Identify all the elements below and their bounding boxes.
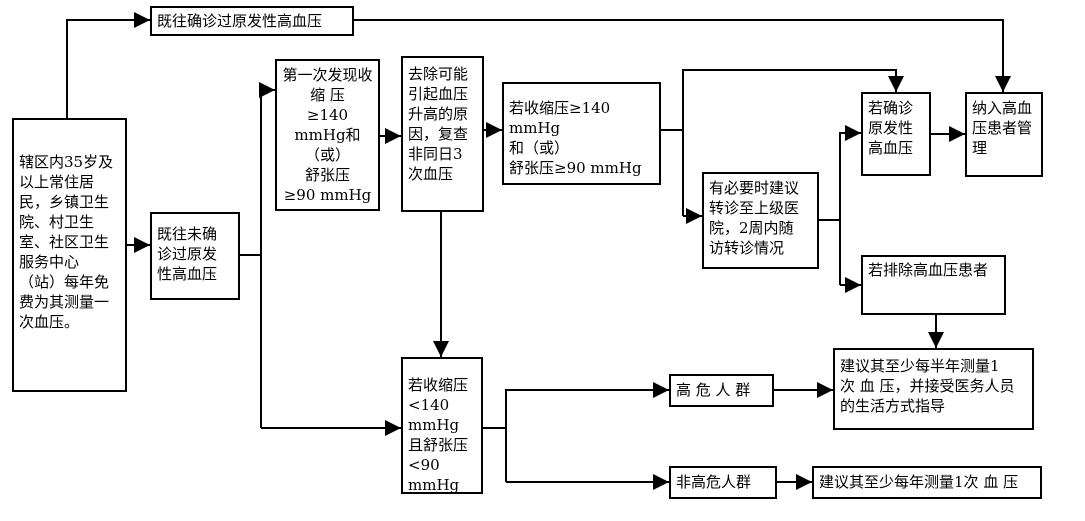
edge-diagnosed-to-manage [354,19,1011,92]
node-start: 辖区内35岁及 以上常住居 民，乡镇卫生 院、村卫生 室、社区卫生 服务中心 （… [12,118,127,392]
node-high-risk: 高 危 人 群 [669,374,774,407]
node-diagnosed-text: 既往确诊过原发性高血压 [157,12,323,30]
node-first-found-text: 第一次发现收 缩 压 ≥140 mmHg和 （或） 舒张压 ≥90 mmHg [282,66,373,204]
node-low-bp: 若收缩压 <140 mmHg 且舒张压 <90 mmHg [401,357,483,494]
node-non-high-risk: 非高危人群 [669,466,777,499]
node-first-found: 第一次发现收 缩 压 ≥140 mmHg和 （或） 舒张压 ≥90 mmHg [275,59,380,211]
node-non-high-risk-text: 非高危人群 [676,473,752,491]
edge-start-to-diagnosed [66,12,150,118]
node-manage: 纳入高血 压患者管 理 [965,92,1043,177]
node-confirmed-text: 若确诊 原发性 高血压 [868,99,914,157]
node-referral: 有必要时建议 转诊至上级医 院，2周内随 访转诊情况 [702,172,819,269]
node-start-text: 辖区内35岁及 以上常住居 民，乡镇卫生 院、村卫生 室、社区卫生 服务中心 （… [19,153,114,331]
node-advice-half-year: 建议其至少每半年测量1 次 血 压，并接受医务人员 的生活方式指导 [833,348,1034,430]
node-low-bp-text: 若收缩压 <140 mmHg 且舒张压 <90 mmHg [408,376,469,494]
node-manage-text: 纳入高血 压患者管 理 [972,99,1033,157]
edge-lowbp-to-highrisk [505,382,669,482]
node-excluded-text: 若排除高血压患者 [868,261,989,279]
node-undiagnosed: 既往未确 诊过原发 性高血压 [150,212,240,300]
edge-undiagnosed-to-first [259,82,275,428]
edge-referral-to-confirmed [839,125,861,285]
edge-highbp-to-confirmed [682,69,904,216]
node-excluded: 若排除高血压患者 [861,255,1006,315]
node-referral-text: 有必要时建议 转诊至上级医 院，2周内随 访转诊情况 [709,179,800,257]
node-high-bp: 若收缩压≥140 mmHg 和（或） 舒张压≥90 mmHg [502,82,661,185]
node-advice-yearly-text: 建议其至少每年测量1次 血 压 [819,473,1019,491]
node-recheck-text: 去除可能 引起血压 升高的原 因，复查 非同日3 次血压 [408,65,469,183]
node-diagnosed: 既往确诊过原发性高血压 [150,6,354,36]
node-confirmed: 若确诊 原发性 高血压 [861,92,931,176]
node-advice-half-year-text: 建议其至少每半年测量1 次 血 压，并接受医务人员 的生活方式指导 [840,357,1015,415]
node-high-risk-text: 高 危 人 群 [676,381,751,399]
node-undiagnosed-text: 既往未确 诊过原发 性高血压 [157,225,218,283]
node-high-bp-text: 若收缩压≥140 mmHg 和（或） 舒张压≥90 mmHg [509,99,642,177]
node-advice-yearly: 建议其至少每年测量1次 血 压 [812,466,1042,499]
node-recheck: 去除可能 引起血压 升高的原 因，复查 非同日3 次血压 [401,56,484,212]
